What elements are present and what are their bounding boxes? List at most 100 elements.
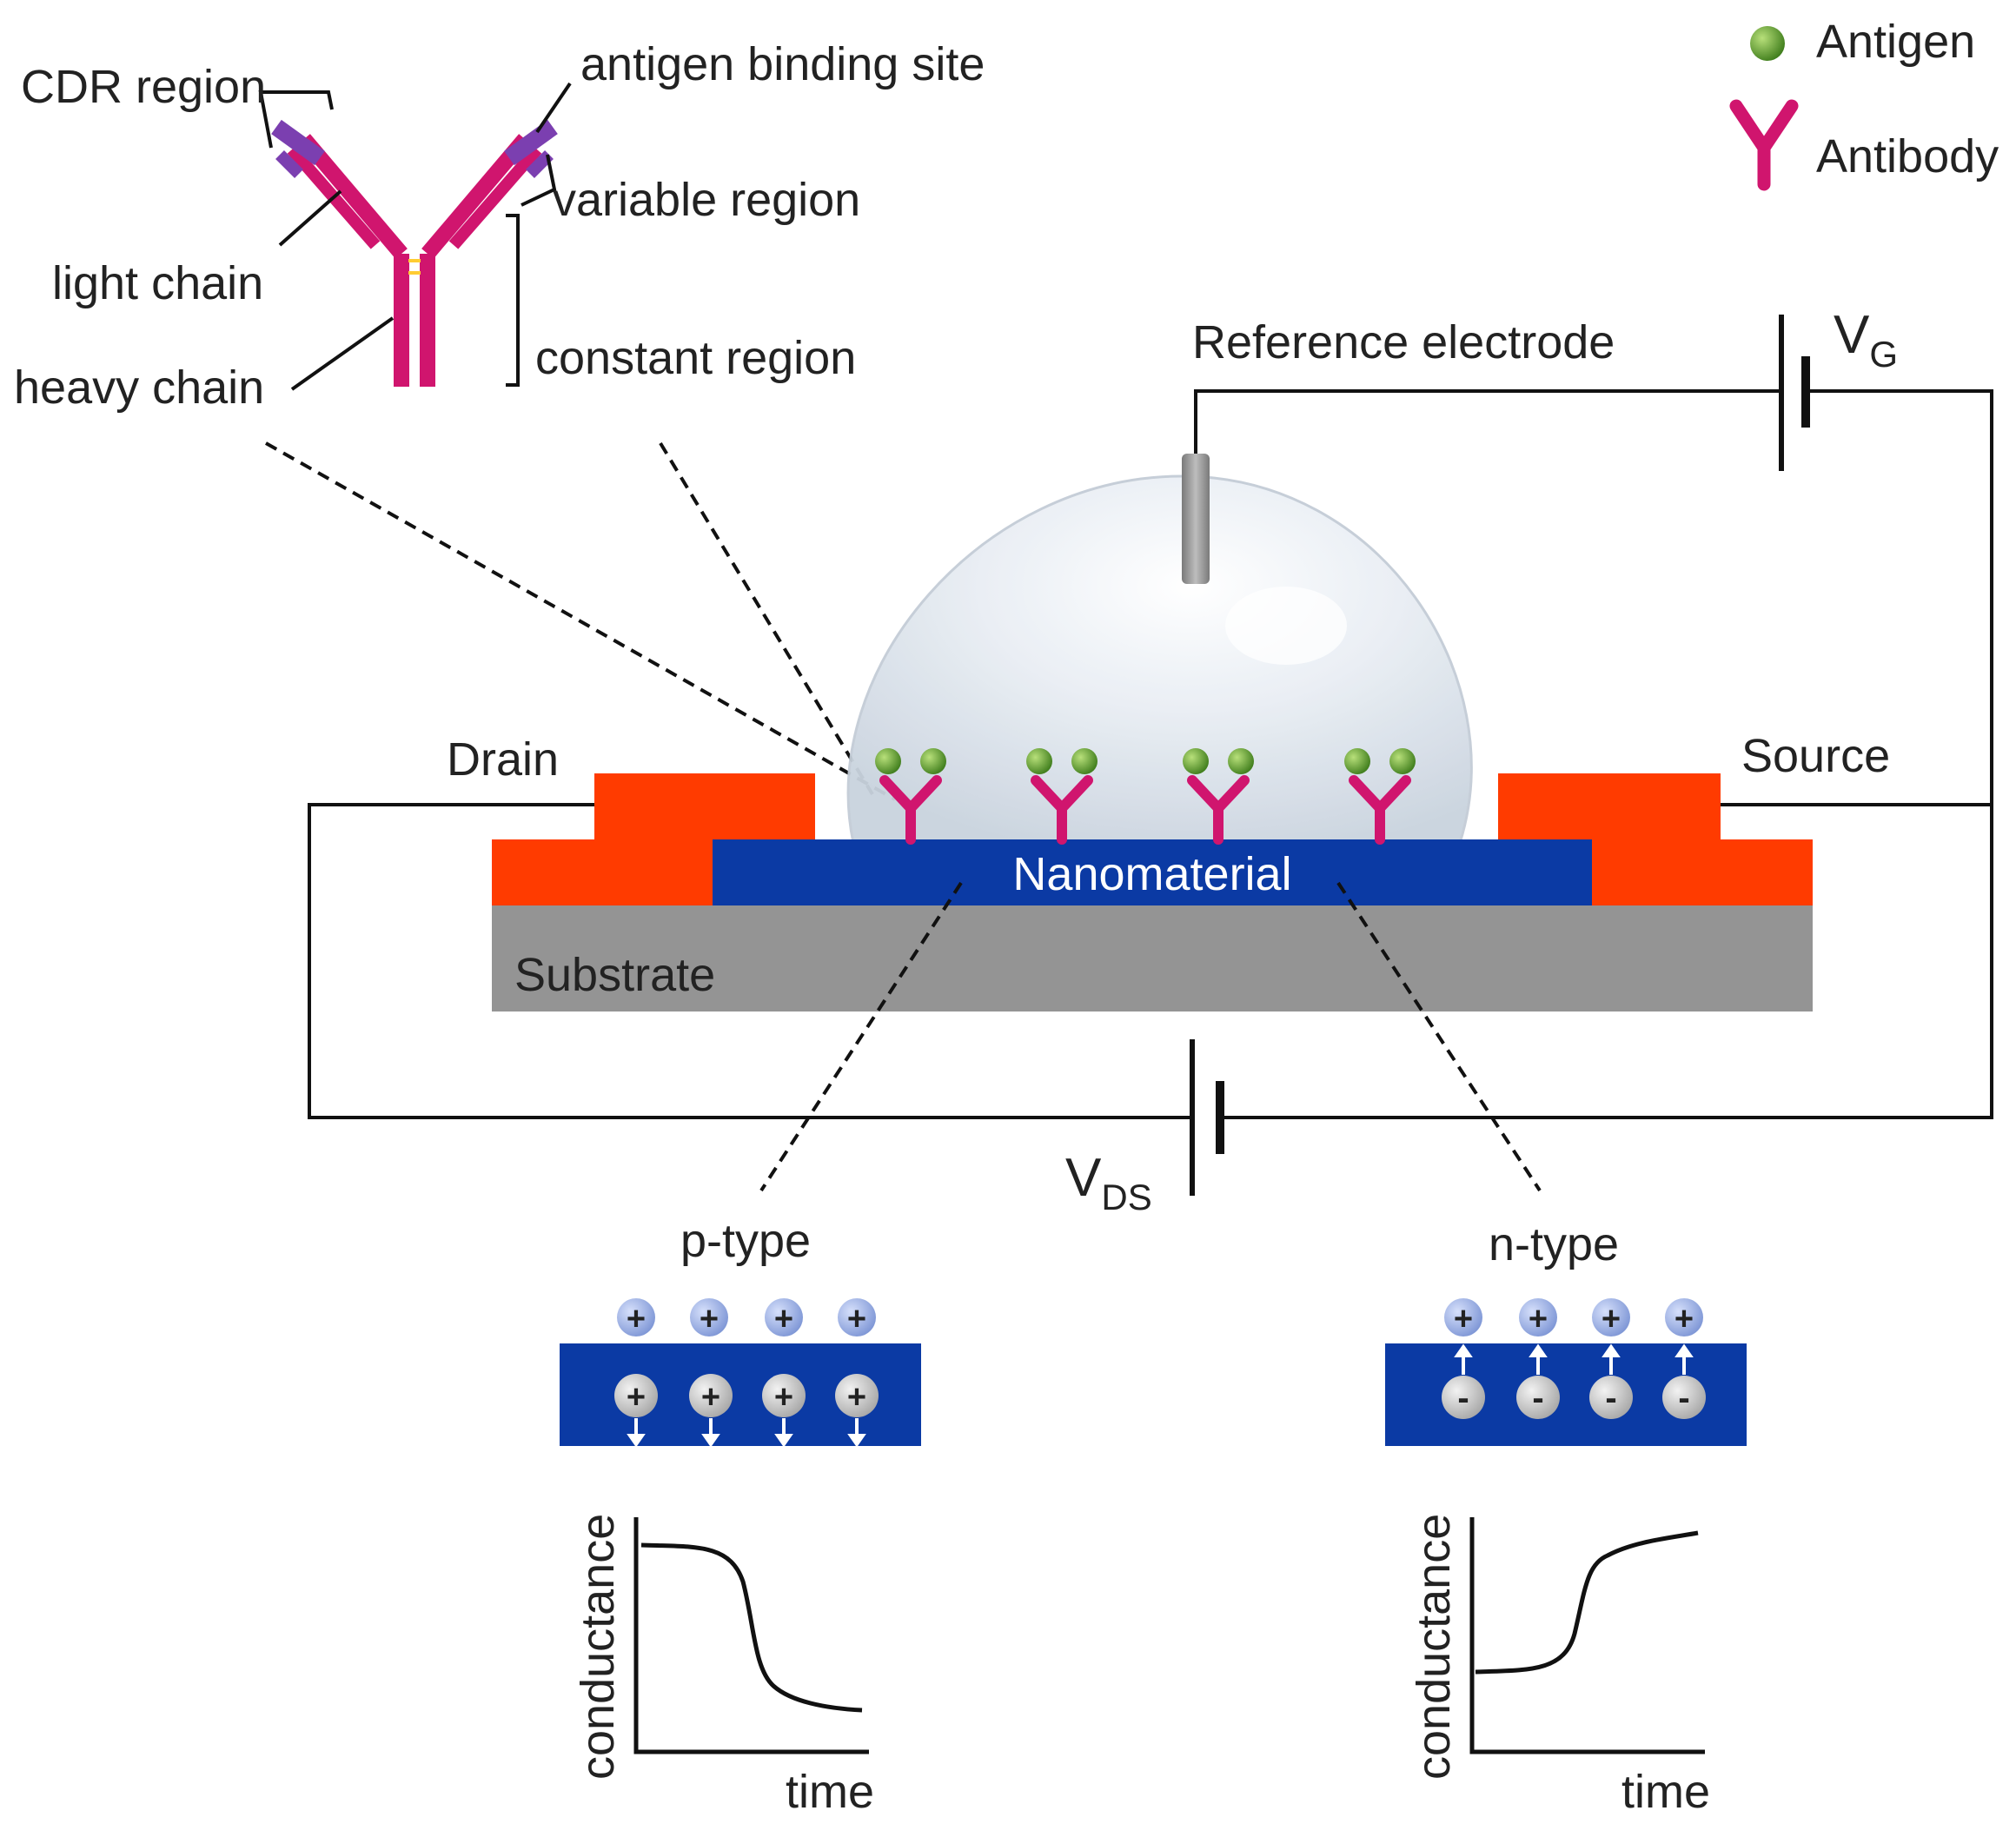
svg-text:+: + xyxy=(847,1379,866,1416)
binding-site-leader xyxy=(535,82,572,134)
panel-zoom-lines xyxy=(759,881,1542,1192)
variable-region-label: variable region xyxy=(553,174,860,226)
p-type-conductance-curve xyxy=(640,1542,863,1713)
antigen-icon xyxy=(1026,748,1052,774)
n-type-plot xyxy=(1469,1517,1705,1754)
surface-antibody xyxy=(1026,748,1098,845)
antigen-icon xyxy=(875,748,901,774)
surface-antibodies xyxy=(875,748,1416,845)
source-electrode xyxy=(1498,773,1813,905)
electron-icon: - xyxy=(1442,1376,1485,1419)
n-type-surface-charges: + + + + xyxy=(1444,1298,1703,1337)
n-type-title: n-type xyxy=(1489,1218,1619,1270)
p-type-title: p-type xyxy=(680,1215,811,1267)
antigen-icon xyxy=(1183,748,1209,774)
svg-text:-: - xyxy=(1457,1379,1469,1417)
substrate-layer xyxy=(492,904,1813,1011)
vg-battery-icon xyxy=(1779,315,1810,471)
variable-bracket xyxy=(521,154,557,207)
circuit-wires xyxy=(308,389,1993,1119)
source-label: Source xyxy=(1741,730,1890,782)
n-type-inner-charges: - - - - xyxy=(1442,1376,1706,1419)
svg-text:+: + xyxy=(774,1301,793,1337)
svg-text:+: + xyxy=(1602,1301,1621,1337)
charge-icon: + xyxy=(617,1298,655,1337)
surface-antibody xyxy=(875,748,946,845)
drain-label: Drain xyxy=(447,733,559,786)
antibody-annotations xyxy=(258,82,572,391)
cdr-region-label: CDR region xyxy=(21,61,266,113)
p-type-plot xyxy=(633,1517,869,1754)
reference-electrode-label: Reference electrode xyxy=(1192,316,1615,368)
antigen-legend-icon xyxy=(1750,26,1785,61)
antigen-icon xyxy=(1071,748,1098,774)
charge-icon: + xyxy=(1665,1298,1703,1337)
p-type-xlabel: time xyxy=(786,1766,874,1818)
p-type-axes xyxy=(633,1517,869,1754)
legend-antigen-label: Antigen xyxy=(1816,16,1975,68)
n-type-axes xyxy=(1469,1517,1705,1754)
nanomaterial-layer xyxy=(713,839,1592,905)
svg-text:+: + xyxy=(1454,1301,1473,1337)
svg-text:+: + xyxy=(774,1379,793,1416)
hole-icon: + xyxy=(762,1374,806,1417)
svg-text:+: + xyxy=(627,1379,646,1416)
vg-label: VG xyxy=(1834,305,1898,375)
electron-icon: - xyxy=(1589,1376,1633,1419)
hole-icon: + xyxy=(689,1374,733,1417)
electron-icon: - xyxy=(1662,1376,1706,1419)
n-type-conductance-curve xyxy=(1475,1530,1699,1675)
antigen-icon xyxy=(1389,748,1416,774)
vds-label: VDS xyxy=(1065,1148,1152,1217)
light-chain-leader xyxy=(278,189,342,247)
cdr-bracket xyxy=(258,90,334,149)
legend: Antigen Antibody xyxy=(1729,16,1999,191)
antibody-detail xyxy=(271,119,558,387)
svg-text:-: - xyxy=(1678,1379,1689,1417)
p-type-surface-charges: + + + + xyxy=(617,1298,876,1337)
surface-antibody xyxy=(1344,748,1416,845)
reference-electrode-rod xyxy=(1182,454,1210,584)
charge-icon: + xyxy=(690,1298,728,1337)
n-type-panel: n-type + + + + - - - - conductance time xyxy=(1385,1218,1747,1818)
svg-text:+: + xyxy=(627,1301,646,1337)
antigen-binding-site-label: antigen binding site xyxy=(580,38,985,90)
drain-electrode xyxy=(492,773,815,905)
charge-icon: + xyxy=(1592,1298,1630,1337)
analyte-droplet xyxy=(846,474,1473,845)
p-type-arrows xyxy=(627,1418,866,1448)
p-type-inner-charges: + + + + xyxy=(614,1374,879,1417)
svg-text:+: + xyxy=(701,1379,720,1416)
n-type-xlabel: time xyxy=(1621,1766,1710,1818)
svg-text:+: + xyxy=(847,1301,866,1337)
antigen-icon xyxy=(1344,748,1370,774)
svg-text:+: + xyxy=(1674,1301,1694,1337)
droplet-highlight xyxy=(1225,587,1347,665)
hole-icon: + xyxy=(614,1374,658,1417)
legend-antibody-label: Antibody xyxy=(1816,130,1999,182)
n-type-arrows xyxy=(1454,1343,1694,1375)
charge-icon: + xyxy=(838,1298,876,1337)
heavy-chain-label: heavy chain xyxy=(14,361,264,414)
svg-text:-: - xyxy=(1532,1379,1543,1417)
antigen-icon xyxy=(920,748,946,774)
substrate-label: Substrate xyxy=(514,949,715,1001)
constant-region-label: constant region xyxy=(535,332,856,384)
charge-icon: + xyxy=(1519,1298,1557,1337)
svg-text:+: + xyxy=(1529,1301,1548,1337)
surface-antibody xyxy=(1183,748,1254,845)
n-type-ylabel: conductance xyxy=(1408,1514,1460,1780)
charge-icon: + xyxy=(1444,1298,1482,1337)
antibody-legend-icon xyxy=(1729,99,1799,191)
antigen-icon xyxy=(1228,748,1254,774)
light-chain-label: light chain xyxy=(52,257,263,309)
heavy-chain-leader xyxy=(290,316,395,391)
charge-icon: + xyxy=(765,1298,803,1337)
svg-text:+: + xyxy=(700,1301,719,1337)
p-type-panel: p-type + + + + + + + + conductance time xyxy=(560,1215,921,1818)
zoom-lines xyxy=(265,441,896,801)
vds-battery-icon xyxy=(1190,1039,1224,1196)
svg-text:-: - xyxy=(1605,1379,1616,1417)
